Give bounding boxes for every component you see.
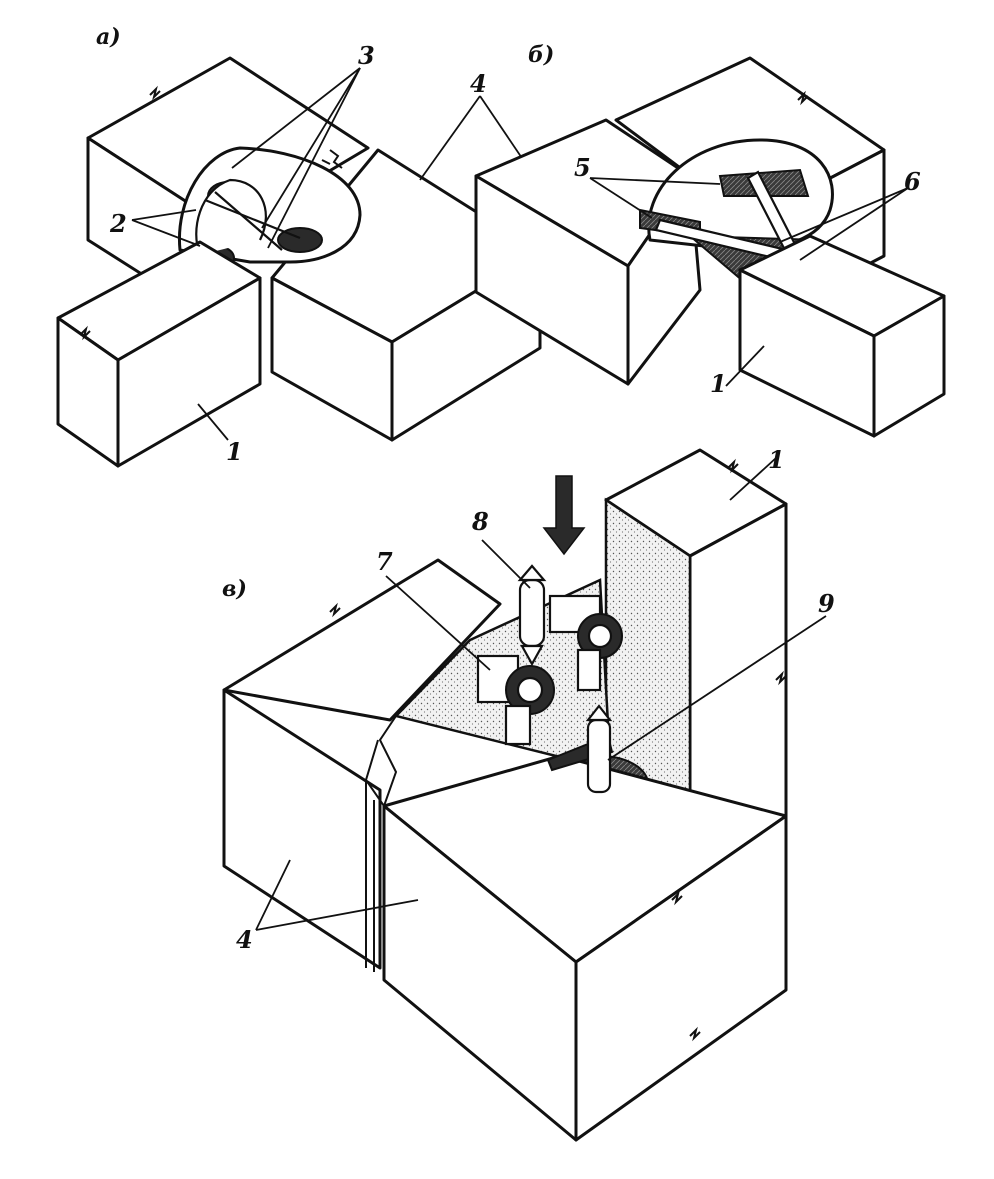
- bar-loop-1: [195, 178, 267, 256]
- panel-b-label: б): [528, 42, 554, 68]
- callout-b-6: 6: [904, 167, 921, 196]
- bar-loop-3: [214, 191, 283, 251]
- callout-b-1: 1: [710, 369, 727, 398]
- panel-a-front-block: [56, 240, 262, 468]
- callout-v-7: 7: [376, 547, 393, 576]
- panel-v-left-block: [222, 558, 502, 970]
- callout-a-3: 3: [358, 41, 375, 70]
- panel-v-leaders: [255, 457, 827, 931]
- panel-v-label: в): [222, 576, 247, 602]
- panel-v-column-block: [604, 448, 788, 869]
- callout-v-9: 9: [818, 589, 835, 618]
- callout-v-4: 4: [236, 925, 253, 954]
- panel-v-front-block: [364, 715, 788, 1142]
- panel-b-front-block: [738, 234, 946, 438]
- callout-v-8: 8: [471, 507, 489, 536]
- panel-v: в) 1 8 7 9 4: [222, 445, 835, 1142]
- callout-a-4: 4: [470, 69, 487, 98]
- down-arrow-icon: [542, 475, 586, 556]
- callout-a-2: 2: [109, 209, 127, 238]
- callout-v-1: 1: [768, 445, 785, 474]
- panel-a-label: а): [96, 24, 121, 50]
- callout-b-5: 5: [574, 153, 591, 182]
- panel-a-socket: [177, 146, 362, 271]
- panel-b-leaders: [589, 177, 909, 387]
- pin-8: [518, 578, 546, 648]
- panel-b: б) 5 6 1: [474, 42, 946, 438]
- pin-9: [586, 718, 612, 794]
- panel-a: а) 3 4 2 1: [56, 24, 542, 468]
- bar-loop-2: [204, 198, 301, 240]
- callout-a-1: 1: [226, 437, 243, 466]
- panel-v-fittings: [476, 475, 623, 794]
